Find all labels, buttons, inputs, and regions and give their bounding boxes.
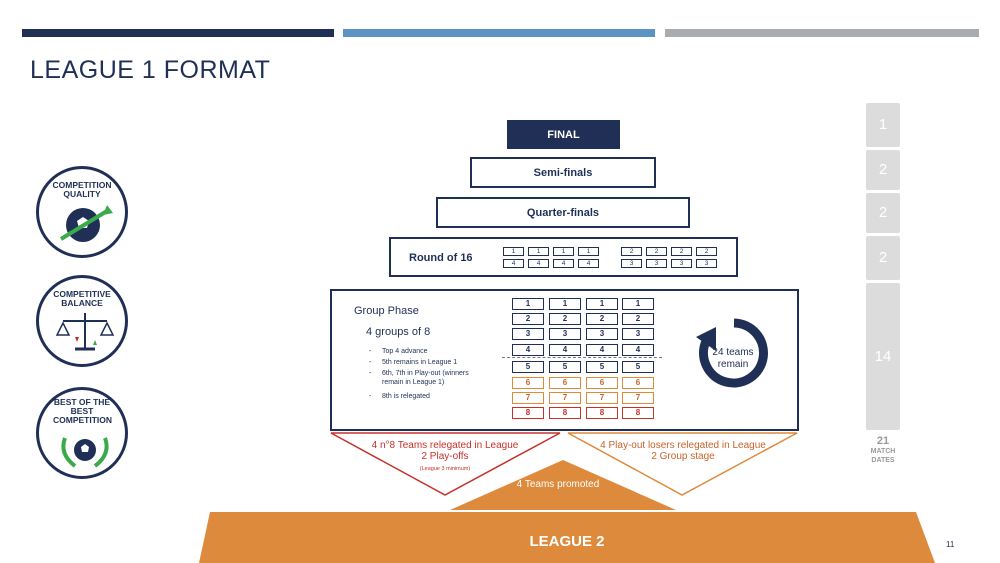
group-position-cell: 8 xyxy=(512,407,544,419)
group-position-cell: 8 xyxy=(549,407,581,419)
r16-seed: 4 xyxy=(503,259,524,268)
group-position-cell: 3 xyxy=(549,328,581,340)
group-position-cell: 5 xyxy=(622,361,654,373)
final-box: FINAL xyxy=(507,120,620,149)
group-position-cell: 8 xyxy=(622,407,654,419)
round-of-16-box: Round of 16 1 1 1 1 2 2 2 2 4 4 4 4 3 3 … xyxy=(389,237,738,277)
group-position-cell: 2 xyxy=(622,313,654,325)
group-position-cell: 8 xyxy=(586,407,618,419)
rotation-arrow-icon xyxy=(696,318,768,388)
match-dates-total: 21 MATCH DATES xyxy=(870,435,896,465)
group-position-cell: 2 xyxy=(549,313,581,325)
group-position-cell: 5 xyxy=(512,361,544,373)
match-dates-column: 1 2 2 2 14 xyxy=(866,103,900,430)
group-position-cell: 2 xyxy=(586,313,618,325)
page-number: 11 xyxy=(946,540,955,549)
group-position-cell: 4 xyxy=(512,344,544,356)
page-title: LEAGUE 1 FORMAT xyxy=(30,56,271,84)
group-position-cell: 5 xyxy=(549,361,581,373)
group-position-cell: 7 xyxy=(512,392,544,404)
round-of-16-label: Round of 16 xyxy=(409,252,473,264)
r16-seed: 1 xyxy=(503,247,524,256)
r16-seed: 2 xyxy=(696,247,717,256)
group-position-cell: 1 xyxy=(586,298,618,310)
r16-seed: 4 xyxy=(528,259,549,268)
badge-competitive-balance: COMPETITIVE BALANCE xyxy=(36,275,128,367)
group-position-cell: 1 xyxy=(512,298,544,310)
group-position-cell: 4 xyxy=(549,344,581,356)
r16-seed: 3 xyxy=(696,259,717,268)
header-bar-blue xyxy=(343,29,655,37)
badge-label: COMPETITION QUALITY xyxy=(52,180,112,199)
r16-seed: 2 xyxy=(671,247,692,256)
group-position-cell: 3 xyxy=(512,328,544,340)
r16-seed: 3 xyxy=(671,259,692,268)
group-position-cell: 4 xyxy=(622,344,654,356)
match-dates-final: 1 xyxy=(866,103,900,147)
ball-growth-icon xyxy=(59,205,113,242)
group-phase-subtitle: 4 groups of 8 xyxy=(366,326,431,338)
group-position-cell: 3 xyxy=(622,328,654,340)
group-position-cell: 4 xyxy=(586,344,618,356)
scales-icon xyxy=(55,313,115,351)
group-position-cell: 7 xyxy=(586,392,618,404)
group-position-cell: 6 xyxy=(622,377,654,389)
semi-finals-box: Semi-finals xyxy=(470,157,656,188)
relegation-triangle-red xyxy=(330,432,561,496)
relegation-triangle-orange xyxy=(567,432,798,496)
teams-remain-label: 24 teams remain xyxy=(712,347,754,370)
badge-competition-quality: COMPETITION QUALITY xyxy=(36,166,128,258)
r16-seed: 1 xyxy=(553,247,574,256)
group-position-cell: 5 xyxy=(586,361,618,373)
relegated-playoffs-text: 4 n°8 Teams relegated in League 2 Play-o… xyxy=(371,440,519,462)
header-bar-grey xyxy=(665,29,979,37)
promoted-text: 4 Teams promoted xyxy=(516,479,600,490)
group-position-cell: 3 xyxy=(586,328,618,340)
match-dates-r16: 2 xyxy=(866,236,900,280)
r16-seed: 3 xyxy=(621,259,642,268)
playout-losers-text: 4 Play-out losers relegated in League 2 … xyxy=(600,440,766,462)
match-dates-semi: 2 xyxy=(866,150,900,190)
header-bar-navy xyxy=(22,29,334,37)
league-2-label: LEAGUE 2 xyxy=(529,533,605,550)
qualification-cutoff-line xyxy=(502,357,662,358)
badge-best-of-the-best: BEST OF THE BEST COMPETITION xyxy=(36,387,128,479)
quarter-finals-box: Quarter-finals xyxy=(436,197,690,228)
badge-label: BEST OF THE BEST COMPETITION xyxy=(53,397,113,425)
r16-seed: 4 xyxy=(553,259,574,268)
r16-seed: 1 xyxy=(528,247,549,256)
group-position-cell: 6 xyxy=(512,377,544,389)
group-position-cell: 6 xyxy=(586,377,618,389)
group-position-cell: 2 xyxy=(512,313,544,325)
r16-seed: 1 xyxy=(578,247,599,256)
r16-seed: 2 xyxy=(646,247,667,256)
group-position-cell: 1 xyxy=(549,298,581,310)
group-position-cell: 7 xyxy=(549,392,581,404)
promotion-triangle xyxy=(450,460,676,510)
group-phase-title: Group Phase xyxy=(354,305,419,317)
league-2-bar xyxy=(199,512,935,563)
r16-seed: 4 xyxy=(578,259,599,268)
group-position-cell: 6 xyxy=(549,377,581,389)
group-position-cell: 1 xyxy=(622,298,654,310)
badge-label: COMPETITIVE BALANCE xyxy=(53,289,111,308)
r16-seed: 3 xyxy=(646,259,667,268)
match-dates-group: 14 xyxy=(866,283,900,430)
ball-laurel-icon xyxy=(61,437,109,468)
group-position-cell: 7 xyxy=(622,392,654,404)
relegated-playoffs-note: (League 3 minimum) xyxy=(419,466,471,472)
match-dates-quarter: 2 xyxy=(866,193,900,233)
r16-seed: 2 xyxy=(621,247,642,256)
